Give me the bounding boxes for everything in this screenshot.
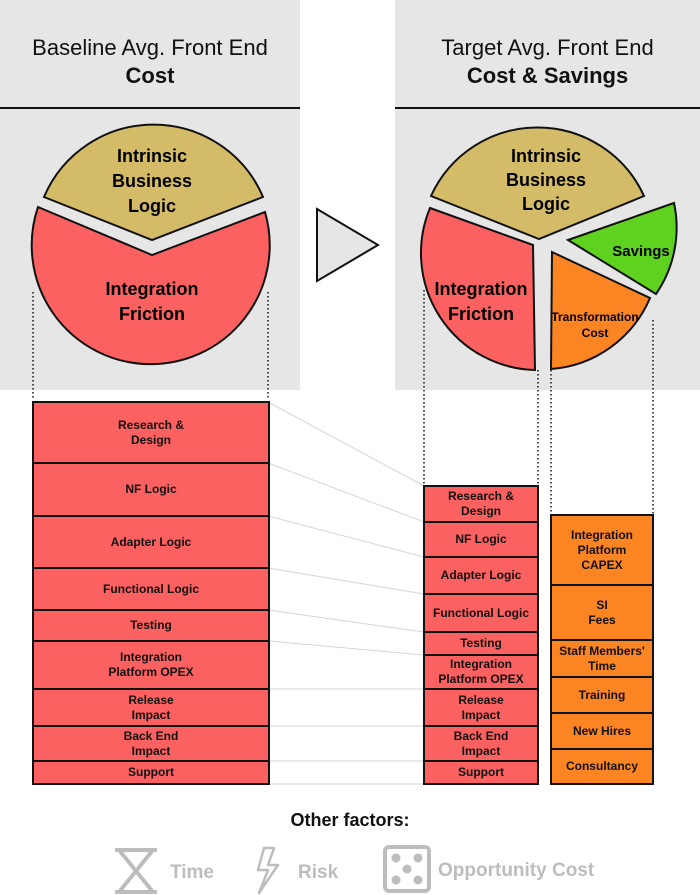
orange-block-training: Training (550, 676, 654, 714)
lightning-icon (256, 846, 280, 895)
orange-block-consultancy: Consultancy (550, 748, 654, 785)
left-intrinsic-label-1: Intrinsic (117, 146, 187, 166)
hourglass-icon (115, 848, 157, 894)
left-block-adapter-logic: Adapter Logic (32, 515, 270, 569)
right-friction-label-1: Integration (435, 279, 528, 299)
left-block-functional-logic: Functional Logic (32, 567, 270, 611)
right-intrinsic-label-2: Business (506, 170, 586, 190)
right-block-research-design: Research &Design (423, 485, 539, 523)
right-intrinsic-slice (429, 126, 646, 241)
left-block-nf-logic: NF Logic (32, 462, 270, 517)
right-friction-label-2: Friction (448, 304, 514, 324)
right-friction-slice (420, 206, 537, 372)
factor-time-label: Time (170, 862, 215, 883)
factor-opportunity-cost-label: Opportunity Cost (438, 860, 595, 881)
orange-block-staff-time: Staff Members'Time (550, 639, 654, 678)
right-intrinsic-label-1: Intrinsic (511, 146, 581, 166)
left-friction-label-2: Friction (119, 304, 185, 324)
target-title: Target Avg. Front End Cost & Savings (395, 34, 700, 90)
right-block-adapter-logic: Adapter Logic (423, 556, 539, 595)
arrow-icon (316, 207, 380, 283)
target-title-rule (395, 107, 700, 109)
left-intrinsic-label-3: Logic (128, 196, 176, 216)
baseline-title-line1: Baseline Avg. Front End (32, 35, 268, 60)
left-friction-slice (30, 205, 271, 366)
left-friction-label-1: Integration (106, 279, 199, 299)
transformation-label-2: Cost (582, 326, 609, 340)
right-block-support: Support (423, 760, 539, 785)
left-intrinsic-label-2: Business (112, 171, 192, 191)
baseline-title: Baseline Avg. Front End Cost (0, 34, 300, 90)
transformation-label-1: Transformation (551, 310, 638, 324)
savings-label: Savings (612, 243, 670, 260)
left-intrinsic-slice (42, 123, 265, 242)
left-block-testing: Testing (32, 609, 270, 642)
baseline-title-rule (0, 107, 300, 109)
orange-block-new-hires: New Hires (550, 712, 654, 750)
left-block-support: Support (32, 760, 270, 785)
block-connectors (267, 401, 425, 785)
factor-risk-label: Risk (298, 862, 339, 883)
right-block-nf-logic: NF Logic (423, 521, 539, 558)
right-savings-slice (565, 201, 678, 296)
target-title-line2: Cost & Savings (466, 63, 629, 88)
right-intrinsic-label-3: Logic (522, 194, 570, 214)
left-block-research-design: Research &Design (32, 401, 270, 464)
baseline-title-line2: Cost (125, 63, 175, 88)
right-block-testing: Testing (423, 631, 539, 656)
other-factors-title: Other factors: (290, 810, 410, 830)
dice-icon (383, 845, 431, 893)
right-transformation-slice (549, 250, 652, 371)
right-block-functional-logic: Functional Logic (423, 593, 539, 633)
target-title-line1: Target Avg. Front End (441, 35, 654, 60)
